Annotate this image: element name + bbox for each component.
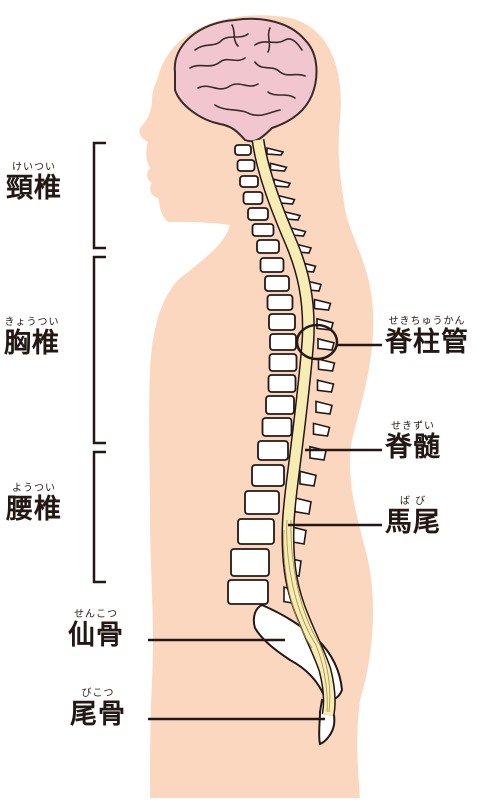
- vertebra-body: [263, 418, 292, 436]
- lumbar-ruby: ようつい: [6, 484, 62, 494]
- vertebra-body: [258, 441, 288, 460]
- vertebra-body: [245, 491, 279, 514]
- vertebra-body: [270, 334, 296, 350]
- cauda-equina-text: 馬尾: [385, 509, 441, 536]
- vertebra-body: [268, 295, 293, 310]
- cauda-equina-label: ば び 馬尾: [385, 497, 441, 536]
- vertebra-body: [269, 314, 295, 330]
- vertebra-body: [235, 145, 251, 155]
- vertebra-body: [269, 375, 296, 392]
- spinal-canal-ruby: せきちゅうかん: [385, 317, 469, 327]
- thoracic-label: きょうつい 胸椎: [4, 318, 60, 357]
- sacrum-text: 仙骨: [68, 622, 124, 649]
- vertebra-body: [248, 208, 268, 220]
- region-brackets: [94, 143, 106, 582]
- cauda-equina-ruby: ば び: [385, 497, 441, 507]
- lumbar-text: 腰椎: [6, 496, 62, 523]
- vertebra-body: [238, 160, 255, 171]
- thoracic-text: 胸椎: [4, 330, 60, 357]
- spinal-cord-label: せきずい 脊髄: [385, 422, 441, 461]
- vertebra-body: [253, 224, 274, 236]
- sacrum-ruby: せんこつ: [68, 610, 124, 620]
- vertebra-body: [244, 192, 263, 204]
- spinal-cord-text: 脊髄: [385, 434, 441, 461]
- coccyx-ruby: びこつ: [70, 689, 126, 699]
- cervical-text: 頸椎: [6, 175, 62, 202]
- thoracic-ruby: きょうつい: [4, 318, 60, 328]
- vertebra-body: [257, 240, 279, 253]
- thoracic-bracket: [94, 257, 106, 443]
- cervical-label: けいつい 頸椎: [6, 163, 62, 202]
- spinal-canal-label: せきちゅうかん 脊柱管: [385, 317, 469, 356]
- vertebra-body: [261, 258, 284, 272]
- cervical-bracket: [94, 143, 106, 248]
- coccyx-label: びこつ 尾骨: [70, 689, 126, 728]
- vertebra-body: [265, 276, 289, 291]
- coccyx-text: 尾骨: [70, 701, 126, 728]
- cervical-ruby: けいつい: [6, 163, 62, 173]
- vertebra-body: [252, 465, 284, 486]
- vertebra-body: [231, 549, 269, 576]
- spinal-cord-ruby: せきずい: [385, 422, 441, 432]
- vertebra-body: [238, 519, 274, 544]
- spinal-canal-text: 脊柱管: [385, 329, 469, 356]
- vertebra-body: [270, 354, 297, 371]
- lumbar-bracket: [94, 452, 106, 582]
- vertebra-body: [266, 396, 294, 414]
- sacrum-label: せんこつ 仙骨: [68, 610, 124, 649]
- lumbar-label: ようつい 腰椎: [6, 484, 62, 523]
- vertebra-body: [228, 580, 268, 604]
- vertebra-body: [240, 176, 258, 187]
